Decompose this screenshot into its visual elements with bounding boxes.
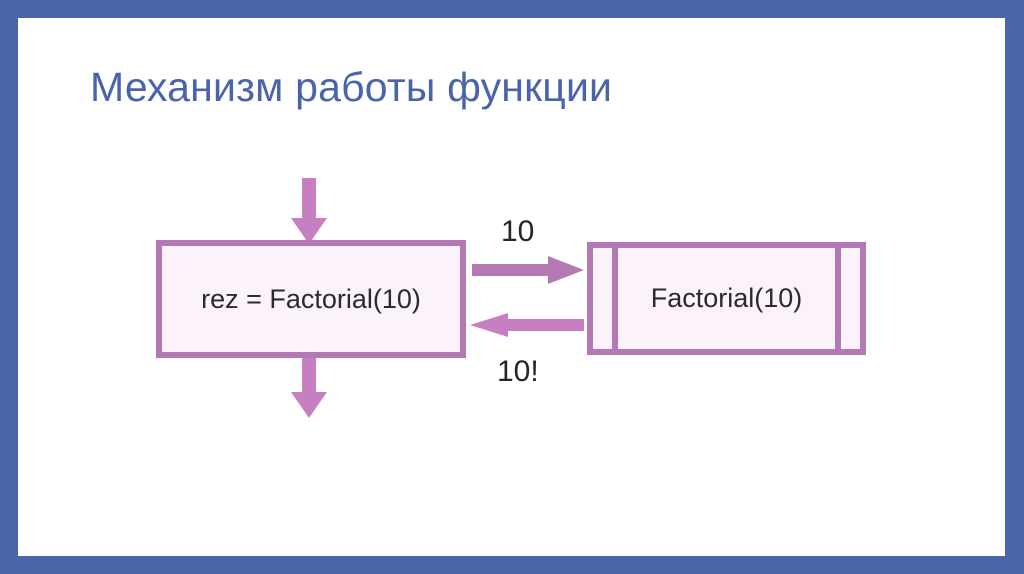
arrow-label-result: 10! [497,355,539,388]
page-title: Механизм работы функции [90,64,613,110]
predefined-process-node-label: Factorial(10) [650,283,803,313]
arrow-label-argument: 10 [501,215,535,248]
subroutine-bar-left [612,248,618,349]
process-node-caller: rez = Factorial(10) [156,240,466,358]
predefined-process-node-callee: Factorial(10) [587,242,866,355]
subroutine-bar-right [835,248,841,349]
process-node-label: rez = Factorial(10) [201,283,421,314]
